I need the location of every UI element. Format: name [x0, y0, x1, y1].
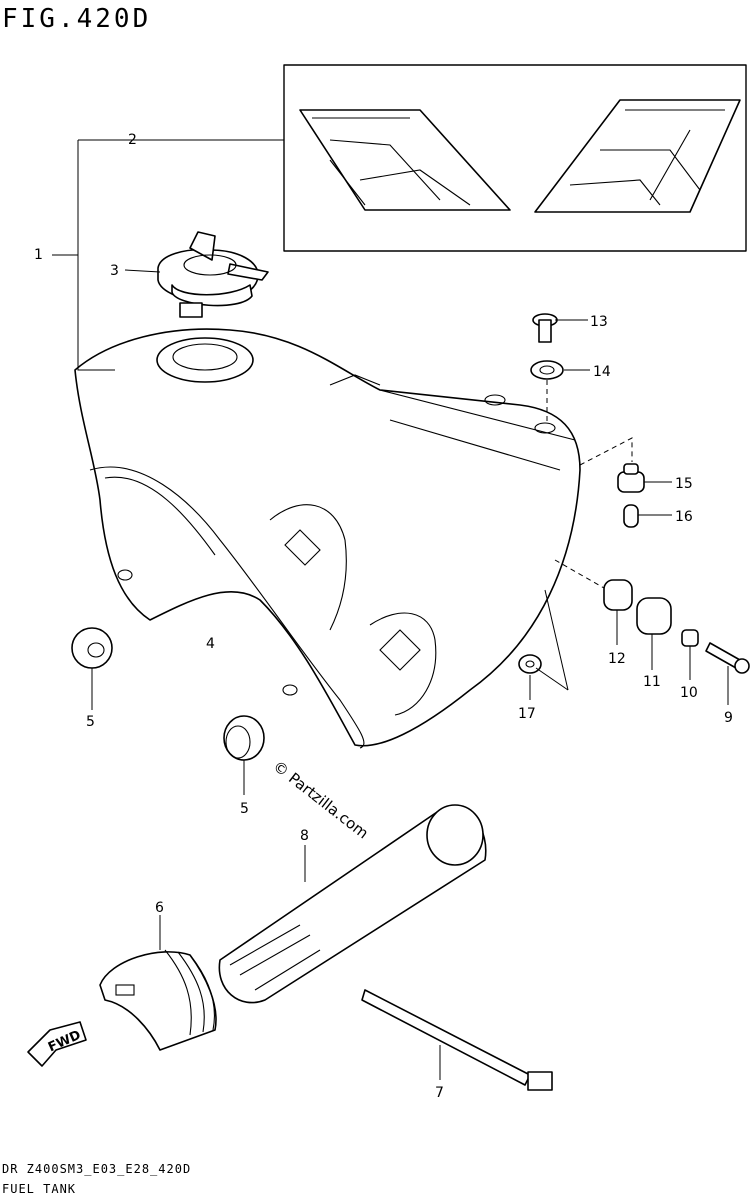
- callout-17[interactable]: 17: [518, 706, 536, 722]
- callout-5b[interactable]: 5: [240, 801, 249, 817]
- callout-13[interactable]: 13: [590, 314, 608, 330]
- collar-14[interactable]: [530, 360, 564, 380]
- cable-tie-7[interactable]: [361, 989, 553, 1091]
- forward-arrow: FWD: [27, 1021, 87, 1067]
- callout-7[interactable]: 7: [435, 1085, 444, 1101]
- watermark: © Partzilla.com: [270, 757, 372, 842]
- fuel-cap[interactable]: [157, 231, 269, 318]
- callout-4[interactable]: 4: [206, 636, 215, 652]
- cushion-5-lower[interactable]: [223, 715, 265, 761]
- callout-5a[interactable]: 5: [86, 714, 95, 730]
- footer-assembly-name: FUEL TANK: [2, 1182, 77, 1196]
- spacer-16[interactable]: [623, 504, 639, 528]
- callout-2[interactable]: 2: [128, 132, 137, 148]
- bolt-9[interactable]: [705, 642, 750, 674]
- leader-lines: [52, 139, 729, 1080]
- washer-17[interactable]: [518, 654, 542, 674]
- protector-6[interactable]: [99, 949, 217, 1051]
- cover-8[interactable]: [218, 804, 487, 1004]
- callout-10[interactable]: 10: [680, 685, 698, 701]
- callout-labels: 1 2 3 4 5 5 6 7 8 9 10 11 12 13 14 15 16…: [34, 132, 733, 1101]
- callout-15[interactable]: 15: [675, 476, 693, 492]
- callout-3[interactable]: 3: [110, 263, 119, 279]
- figure-title: FIG.420D: [2, 4, 152, 34]
- callout-14[interactable]: 14: [593, 364, 611, 380]
- callout-9[interactable]: 9: [724, 710, 733, 726]
- decal-set[interactable]: [283, 64, 747, 252]
- cushion-12[interactable]: [603, 579, 633, 611]
- callout-8[interactable]: 8: [300, 828, 309, 844]
- callout-16[interactable]: 16: [675, 509, 693, 525]
- cushion-11[interactable]: [636, 597, 672, 635]
- cushion-15[interactable]: [617, 463, 645, 493]
- fuel-tank[interactable]: [74, 328, 581, 749]
- bolt-13[interactable]: [532, 313, 558, 343]
- footer-model-code: DR Z400SM3_E03_E28_420D: [2, 1162, 192, 1176]
- callout-1[interactable]: 1: [34, 247, 43, 263]
- cushion-5-upper[interactable]: [71, 627, 113, 669]
- nut-10[interactable]: [681, 629, 699, 647]
- callout-6[interactable]: 6: [155, 900, 164, 916]
- callout-11[interactable]: 11: [643, 674, 661, 690]
- callout-12[interactable]: 12: [608, 651, 626, 667]
